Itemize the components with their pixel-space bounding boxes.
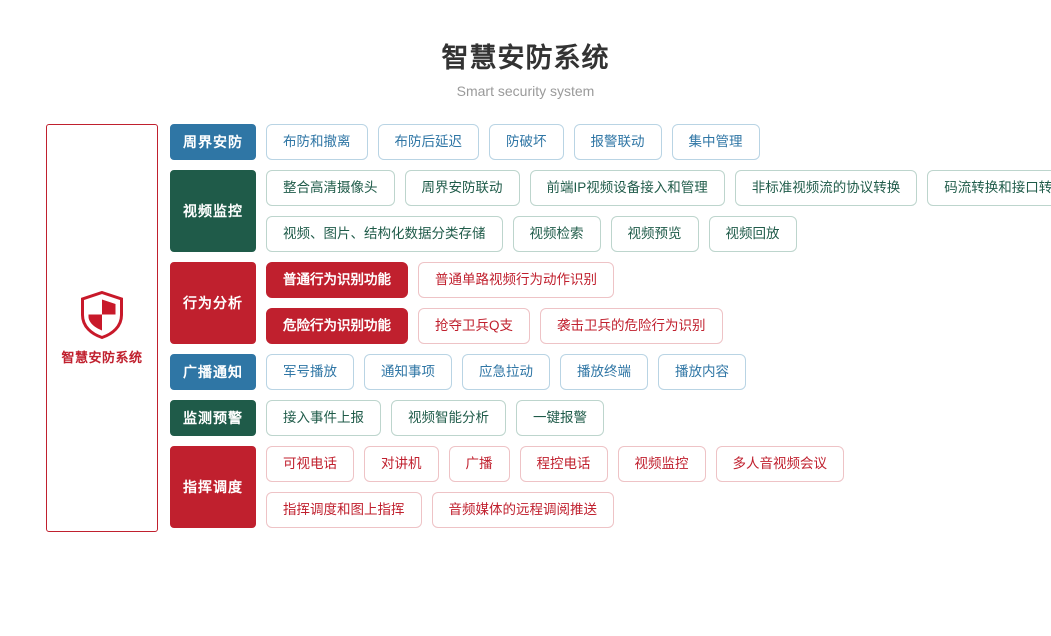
- item-line: 整合高清摄像头周界安防联动前端IP视频设备接入和管理非标准视频流的协议转换码流转…: [266, 170, 1051, 206]
- item-line: 布防和撤离布防后延迟防破坏报警联动集中管理: [266, 124, 770, 160]
- diagram-body: 智慧安防系统 周界安防布防和撤离布防后延迟防破坏报警联动集中管理视频监控整合高清…: [0, 124, 1051, 538]
- system-root-node[interactable]: 智慧安防系统: [46, 124, 158, 532]
- category-items: 接入事件上报视频智能分析一键报警: [266, 400, 614, 436]
- category-row: 指挥调度可视电话对讲机广播程控电话视频监控多人音视频会议指挥调度和图上指挥音频媒…: [170, 446, 1051, 528]
- category-label-5[interactable]: 监测预警: [170, 400, 256, 436]
- system-root-label: 智慧安防系统: [61, 349, 143, 365]
- feature-pill[interactable]: 应急拉动: [462, 354, 550, 390]
- page-title: 智慧安防系统: [441, 43, 610, 73]
- category-label-6[interactable]: 指挥调度: [170, 446, 256, 528]
- feature-pill[interactable]: 普通行为识别功能: [266, 262, 408, 298]
- page-header: 智慧安防系统 Smart security system: [0, 0, 1051, 100]
- feature-pill[interactable]: 对讲机: [364, 446, 439, 482]
- category-items: 布防和撤离布防后延迟防破坏报警联动集中管理: [266, 124, 770, 160]
- item-line: 可视电话对讲机广播程控电话视频监控多人音视频会议: [266, 446, 854, 482]
- item-line: 接入事件上报视频智能分析一键报警: [266, 400, 614, 436]
- feature-pill[interactable]: 接入事件上报: [266, 400, 381, 436]
- feature-pill[interactable]: 普通单路视频行为动作识别: [418, 262, 614, 298]
- feature-pill[interactable]: 布防后延迟: [377, 124, 479, 160]
- category-row: 监测预警接入事件上报视频智能分析一键报警: [170, 400, 1051, 436]
- feature-pill[interactable]: 危险行为识别功能: [266, 308, 408, 344]
- category-row: 视频监控整合高清摄像头周界安防联动前端IP视频设备接入和管理非标准视频流的协议转…: [170, 170, 1051, 252]
- category-items: 普通行为识别功能普通单路视频行为动作识别危险行为识别功能抢夺卫兵Q支袭击卫兵的危…: [266, 262, 733, 344]
- feature-pill[interactable]: 周界安防联动: [404, 170, 520, 206]
- feature-pill[interactable]: 音频媒体的远程调阅推送: [431, 492, 614, 528]
- category-label-3[interactable]: 行为分析: [170, 262, 256, 344]
- feature-pill[interactable]: 多人音视频会议: [715, 446, 844, 482]
- feature-pill[interactable]: 播放终端: [560, 354, 648, 390]
- feature-pill[interactable]: 一键报警: [516, 400, 604, 436]
- feature-pill[interactable]: 码流转换和接口转换: [927, 170, 1051, 206]
- category-items: 可视电话对讲机广播程控电话视频监控多人音视频会议指挥调度和图上指挥音频媒体的远程…: [266, 446, 854, 528]
- page-subtitle: Smart security system: [456, 83, 595, 99]
- category-items: 整合高清摄像头周界安防联动前端IP视频设备接入和管理非标准视频流的协议转换码流转…: [266, 170, 1051, 252]
- category-label-1[interactable]: 周界安防: [170, 124, 256, 160]
- feature-pill[interactable]: 集中管理: [671, 124, 760, 160]
- feature-pill[interactable]: 抢夺卫兵Q支: [418, 308, 531, 344]
- feature-pill[interactable]: 指挥调度和图上指挥: [266, 492, 422, 528]
- feature-pill[interactable]: 非标准视频流的协议转换: [734, 170, 918, 206]
- feature-pill[interactable]: 视频检索: [512, 216, 601, 252]
- category-row: 行为分析普通行为识别功能普通单路视频行为动作识别危险行为识别功能抢夺卫兵Q支袭击…: [170, 262, 1051, 344]
- feature-pill[interactable]: 袭击卫兵的危险行为识别: [540, 308, 723, 344]
- feature-pill[interactable]: 视频预览: [610, 216, 699, 252]
- category-label-4[interactable]: 广播通知: [170, 354, 256, 390]
- item-line: 军号播放通知事项应急拉动播放终端播放内容: [266, 354, 756, 390]
- category-row: 广播通知军号播放通知事项应急拉动播放终端播放内容: [170, 354, 1051, 390]
- category-row: 周界安防布防和撤离布防后延迟防破坏报警联动集中管理: [170, 124, 1051, 160]
- feature-pill[interactable]: 通知事项: [364, 354, 452, 390]
- feature-pill[interactable]: 前端IP视频设备接入和管理: [529, 170, 725, 206]
- feature-pill[interactable]: 程控电话: [519, 446, 608, 482]
- item-line: 视频、图片、结构化数据分类存储视频检索视频预览视频回放: [266, 216, 1051, 252]
- category-rows: 周界安防布防和撤离布防后延迟防破坏报警联动集中管理视频监控整合高清摄像头周界安防…: [170, 124, 1051, 538]
- feature-pill[interactable]: 广播: [448, 446, 510, 482]
- item-line: 指挥调度和图上指挥音频媒体的远程调阅推送: [266, 492, 854, 528]
- feature-pill[interactable]: 视频回放: [708, 216, 797, 252]
- feature-pill[interactable]: 布防和撤离: [266, 124, 368, 160]
- feature-pill[interactable]: 整合高清摄像头: [266, 170, 395, 206]
- feature-pill[interactable]: 军号播放: [266, 354, 354, 390]
- category-label-2[interactable]: 视频监控: [170, 170, 256, 252]
- category-items: 军号播放通知事项应急拉动播放终端播放内容: [266, 354, 756, 390]
- feature-pill[interactable]: 报警联动: [573, 124, 662, 160]
- item-line: 危险行为识别功能抢夺卫兵Q支袭击卫兵的危险行为识别: [266, 308, 733, 344]
- feature-pill[interactable]: 可视电话: [266, 446, 354, 482]
- feature-pill[interactable]: 播放内容: [658, 354, 746, 390]
- shield-icon: [80, 290, 124, 339]
- feature-pill[interactable]: 视频、图片、结构化数据分类存储: [266, 216, 503, 252]
- feature-pill[interactable]: 视频智能分析: [391, 400, 506, 436]
- feature-pill[interactable]: 防破坏: [489, 124, 564, 160]
- feature-pill[interactable]: 视频监控: [617, 446, 706, 482]
- item-line: 普通行为识别功能普通单路视频行为动作识别: [266, 262, 733, 298]
